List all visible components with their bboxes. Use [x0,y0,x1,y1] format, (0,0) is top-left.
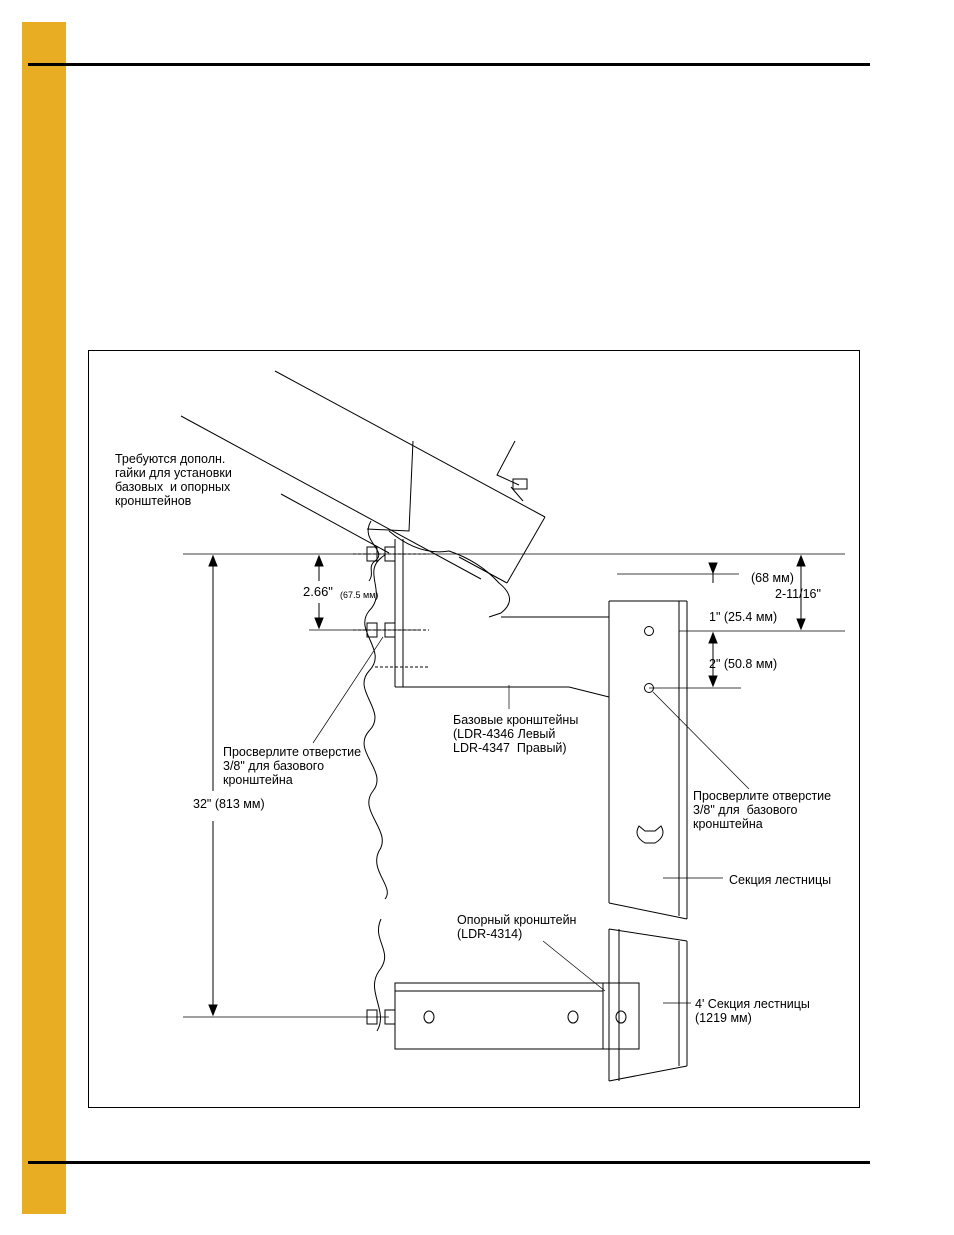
footer-rule [28,1161,870,1164]
ladder4-bottom [608,1065,688,1082]
arrow-2in-bottom [708,675,718,688]
dim-label-32: 32" (813 мм) [193,797,265,811]
base-bracket-angle [568,686,610,698]
roof-line-lower [180,415,482,580]
leader-drill-left [312,636,384,744]
arrow-21116-top [796,554,806,567]
dim-label-2in: 2" (50.8 мм) [709,657,778,671]
dim-label-2-11-16: 2-11/16" [775,587,821,601]
support-bracket-end [602,982,640,1050]
ladder4-break [608,928,688,942]
dim-label-266-mm: (67.5 мм) [340,590,379,600]
support-nut-b [384,1009,396,1025]
ladder-hole-1 [644,626,654,636]
ladder-break [608,902,688,920]
label-drill-right: Просверлите отверстие 3/8" для базового … [693,789,832,831]
label-support-bracket: Опорный кронштейн (LDR-4314) [457,913,577,941]
note-extra-nuts: Требуются дополн. гайки для установки ба… [115,452,232,508]
leader-support [542,940,606,992]
arrow-21116-bottom [796,618,806,631]
bracket-curve [388,530,510,618]
dim-label-266: 2.66" [303,584,333,599]
corrugated-wall-lower [373,918,386,1032]
installation-diagram: Требуются дополн. гайки для установки ба… [88,350,860,1108]
support-hole-1 [423,1010,435,1024]
eave-box-left [366,440,414,532]
support-hole-2 [567,1010,579,1024]
roof-line-inner [280,493,390,554]
diagram-drawing [180,370,845,1082]
side-accent-bar [22,22,66,1214]
eave-box-bottom [458,556,508,584]
support-bracket-body [394,982,604,1050]
dim-label-68mm: (68 мм) [751,571,794,585]
arrow-2in-top [708,631,718,644]
corrugated-wall-upper [363,554,388,900]
ladder-rung-profile [636,825,664,844]
arrow-1in [708,562,718,575]
label-drill-left: Просверлите отверстие 3/8" для базового … [223,745,362,787]
arrow-266-top [314,554,324,567]
arrow-32-bottom [208,1004,218,1017]
upper-tab [496,440,520,486]
roof-line-upper [274,370,546,518]
label-base-brackets: Базовые кронштейны (LDR-4346 Левый LDR-4… [453,713,579,755]
arrow-266-bottom [314,617,324,630]
label-ladder-4ft: 4' Секция лестницы (1219 мм) [695,997,810,1025]
support-nut-a [366,1009,378,1025]
dim-label-1in: 1" (25.4 мм) [709,610,778,624]
arrow-32-top [208,554,218,567]
header-rule [28,63,870,66]
label-ladder-section: Секция лестницы [729,873,832,887]
leader-drill-right [652,691,750,790]
eave-box-right [506,516,546,584]
support-hole-3 [615,1010,627,1024]
upper-bolt-nut [512,478,528,490]
